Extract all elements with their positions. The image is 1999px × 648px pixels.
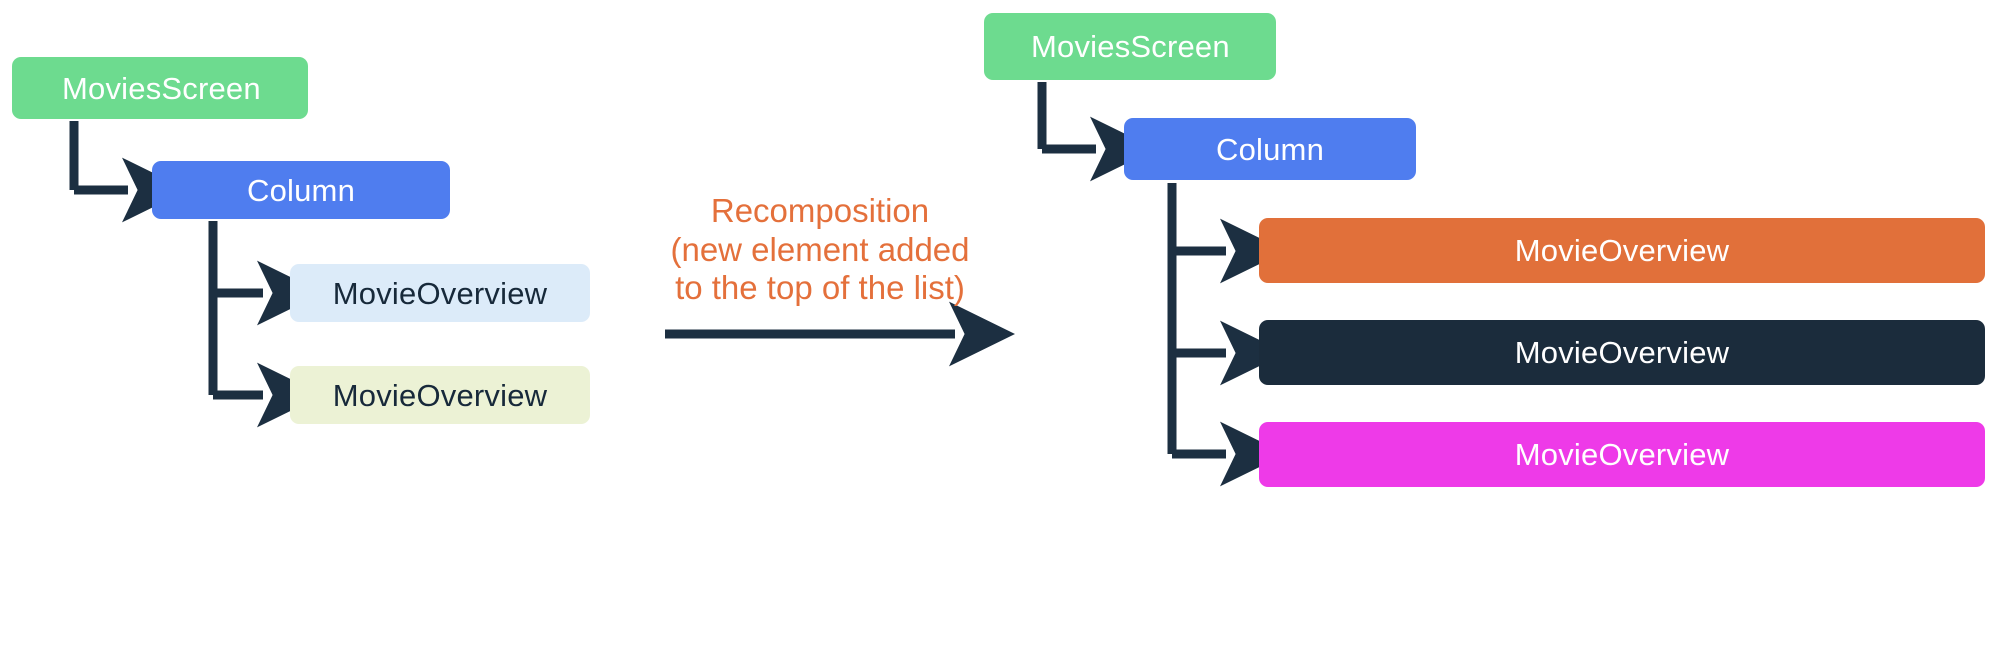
node-label: MoviesScreen	[1031, 29, 1230, 64]
right-node-column: Column	[1124, 118, 1416, 180]
node-label: MovieOverview	[332, 377, 548, 413]
right-node-movie-overview-3: MovieOverview	[1259, 422, 1985, 487]
node-label: Column	[1215, 131, 1325, 167]
node-label: MovieOverview	[1514, 335, 1730, 370]
left-node-movies-screen: MoviesScreen	[12, 57, 308, 119]
right-edge-root-to-column	[1037, 82, 1156, 182]
right-node-movie-overview-2: MovieOverview	[1259, 320, 1985, 385]
node-label: MovieOverview	[1514, 233, 1730, 268]
right-node-movies-screen: MoviesScreen	[984, 13, 1276, 80]
left-node-movie-overview-2: MovieOverview	[290, 366, 590, 424]
left-node-movie-overview-1: MovieOverview	[290, 264, 590, 322]
caption-line-1: Recomposition	[710, 192, 930, 229]
caption-line-2: (new element added	[670, 230, 970, 268]
caption-line-3: to the top of the list)	[675, 269, 965, 307]
left-node-column: Column	[152, 161, 450, 219]
recomposition-caption: Recomposition (new element added to the …	[640, 192, 1000, 308]
right-node-movie-overview-1: MovieOverview	[1259, 218, 1985, 283]
left-edge-root-to-column	[69, 121, 188, 223]
node-label: MovieOverview	[332, 275, 548, 311]
node-label: MoviesScreen	[62, 70, 261, 106]
node-label: Column	[246, 172, 356, 208]
node-label: MovieOverview	[1514, 437, 1730, 472]
